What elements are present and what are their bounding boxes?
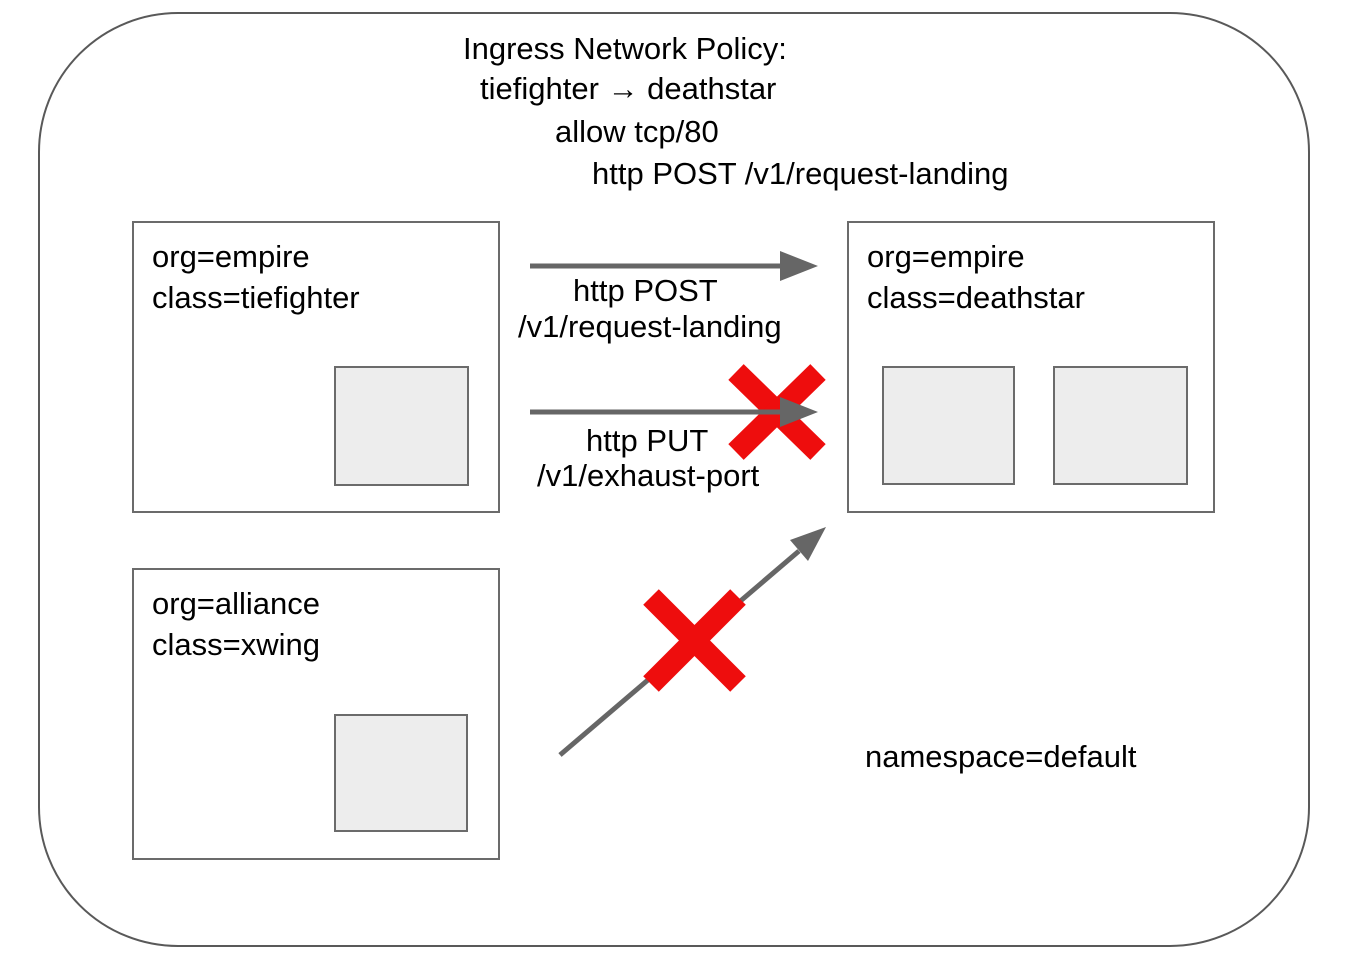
title-line-2: tiefighter → deathstar	[480, 71, 777, 106]
node-xwing-label: org=alliance class=xwing	[152, 583, 320, 665]
pod	[334, 714, 468, 832]
title-line-3: allow tcp/80	[555, 114, 719, 149]
node-deathstar-label-org: org=empire	[867, 239, 1025, 274]
pod	[882, 366, 1015, 485]
title-line-1: Ingress Network Policy:	[463, 31, 787, 66]
pod	[1053, 366, 1188, 485]
post-edge-label-path: /v1/request-landing	[518, 309, 782, 344]
put-edge-label-method: http PUT	[586, 423, 709, 458]
node-xwing-label-class: class=xwing	[152, 627, 320, 662]
namespace-label: namespace=default	[865, 739, 1137, 774]
node-deathstar-label-class: class=deathstar	[867, 280, 1085, 315]
post-edge-label-method: http POST	[573, 273, 718, 308]
node-tiefighter-label-org: org=empire	[152, 239, 310, 274]
node-tiefighter-label-class: class=tiefighter	[152, 280, 360, 315]
node-tiefighter: org=empire class=tiefighter	[132, 221, 500, 513]
put-edge-label-path: /v1/exhaust-port	[537, 458, 760, 493]
node-xwing: org=alliance class=xwing	[132, 568, 500, 860]
node-deathstar-label: org=empire class=deathstar	[867, 236, 1085, 318]
namespace-boundary	[38, 12, 1310, 947]
node-xwing-label-org: org=alliance	[152, 586, 321, 621]
pod	[334, 366, 469, 486]
title-line-4: http POST /v1/request-landing	[592, 156, 1009, 191]
node-deathstar: org=empire class=deathstar	[847, 221, 1215, 513]
node-tiefighter-label: org=empire class=tiefighter	[152, 236, 360, 318]
